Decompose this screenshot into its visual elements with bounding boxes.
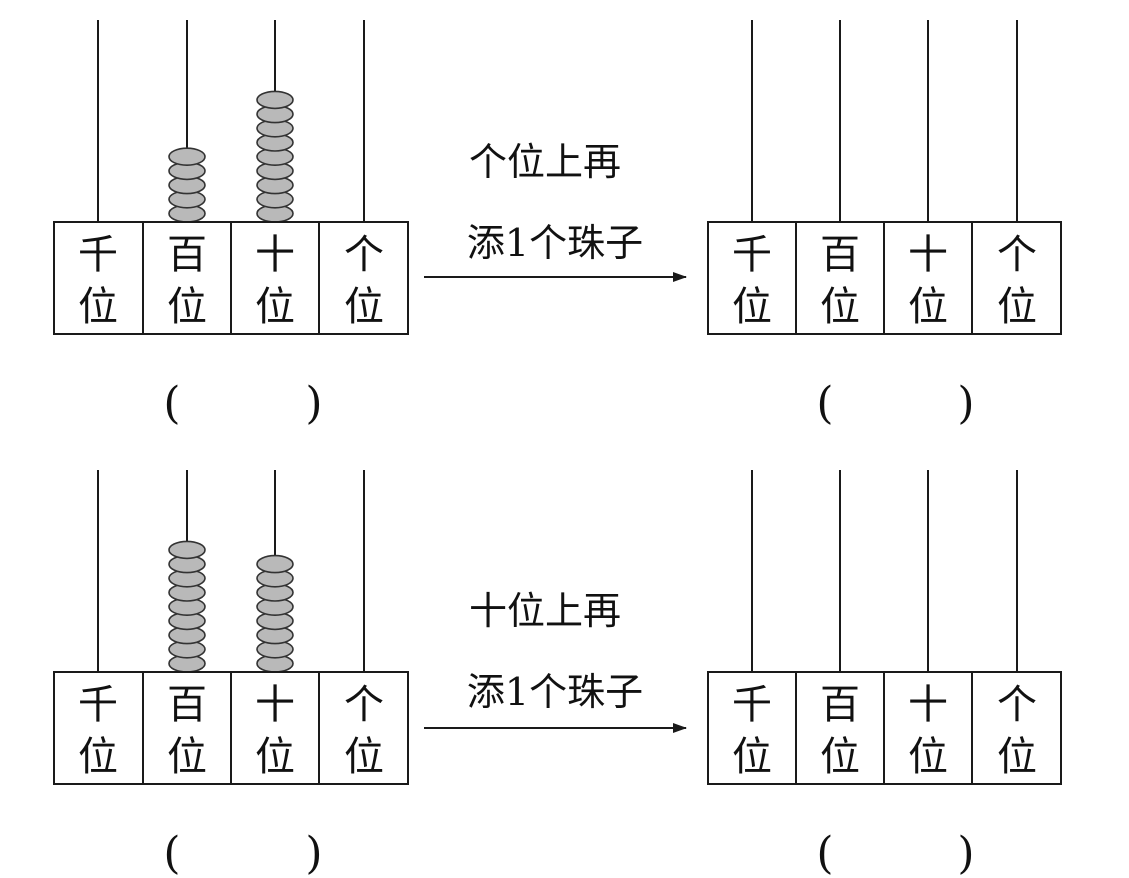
problem-2-right-answer-open: ( [816,828,833,878]
label-tens-line2: 位 [908,284,948,330]
problem-1-left-answer-close: ) [305,378,322,429]
problem-1-left-answer-open: ( [163,378,180,429]
label-tens-line1: 十 [908,682,948,728]
label-ones-line1: 个 [344,682,384,728]
problem-1-right-answer-close: ) [957,378,974,429]
label-hundreds-line1: 百 [167,232,207,278]
problem-2-left-abacus: 千 位 百 位 十 位 个 位 [53,470,409,785]
problem-1-instruction-line1: 个位上再 [469,140,621,184]
label-ones-line1: 个 [997,232,1037,278]
label-box-ones [318,671,409,785]
problem-2-right-answer-close: ) [957,828,974,878]
label-hundreds-line2: 位 [820,284,860,330]
label-box-thousands [707,221,797,335]
label-ones-line1: 个 [344,232,384,278]
label-tens-line1: 十 [908,232,948,278]
label-hundreds-line1: 百 [820,232,860,278]
label-thousands-line1: 千 [732,682,772,728]
label-hundreds-line2: 位 [820,734,860,780]
label-thousands-line2: 位 [78,284,118,330]
abacus-bead [256,90,294,110]
bead-stack-tens [256,554,294,673]
label-ones-line2: 位 [997,734,1037,780]
problem-2-right-abacus: 千 位 百 位 十 位 个 位 [707,470,1062,785]
label-box-hundreds [142,671,232,785]
label-tens-line1: 十 [255,232,295,278]
label-box-hundreds [795,671,885,785]
label-thousands-line2: 位 [732,734,772,780]
label-box-ones [971,671,1062,785]
label-thousands-line2: 位 [78,734,118,780]
label-box-hundreds [142,221,232,335]
label-thousands-line1: 千 [78,682,118,728]
label-thousands-line1: 千 [732,232,772,278]
label-ones-line1: 个 [997,682,1037,728]
label-ones-line2: 位 [344,734,384,780]
label-tens-line2: 位 [255,284,295,330]
problem-2-instruction-line2: 添1个珠子 [467,670,643,714]
label-box-ones [318,221,409,335]
label-tens-line2: 位 [908,734,948,780]
problem-2-instruction-line1: 十位上再 [469,589,621,633]
problem-1-left-abacus: 千 位 百 位 十 位 个 位 [53,20,409,335]
label-thousands-line2: 位 [732,284,772,330]
bead-stack-hundreds [168,147,206,223]
problem-2: 千 位 百 位 十 位 个 位 十位上再 添1个珠子 千 位 百 位 [53,470,1062,878]
bead-stack-hundreds [168,540,206,673]
problem-2-left-answer-open: ( [163,828,180,878]
label-box-thousands [53,221,144,335]
label-box-ones [971,221,1062,335]
label-ones-line2: 位 [344,284,384,330]
problem-2-left-answer-close: ) [305,828,322,878]
label-tens-line1: 十 [255,682,295,728]
problem-1-instruction-line2: 添1个珠子 [467,221,643,265]
label-tens-line2: 位 [255,734,295,780]
label-hundreds-line2: 位 [167,734,207,780]
abacus-bead [168,540,206,560]
label-ones-line2: 位 [997,284,1037,330]
label-hundreds-line2: 位 [167,284,207,330]
label-hundreds-line1: 百 [820,682,860,728]
label-thousands-line1: 千 [78,232,118,278]
problem-1-right-answer-open: ( [816,378,833,429]
label-box-thousands [53,671,144,785]
problem-1: 千 位 百 位 十 位 个 位 个位上再 添1个珠子 千 位 百 位 [53,20,1062,429]
label-hundreds-line1: 百 [167,682,207,728]
bead-stack-tens [256,90,294,223]
problem-1-right-abacus: 千 位 百 位 十 位 个 位 [707,20,1062,335]
abacus-bead [168,147,206,166]
abacus-bead [256,554,294,574]
